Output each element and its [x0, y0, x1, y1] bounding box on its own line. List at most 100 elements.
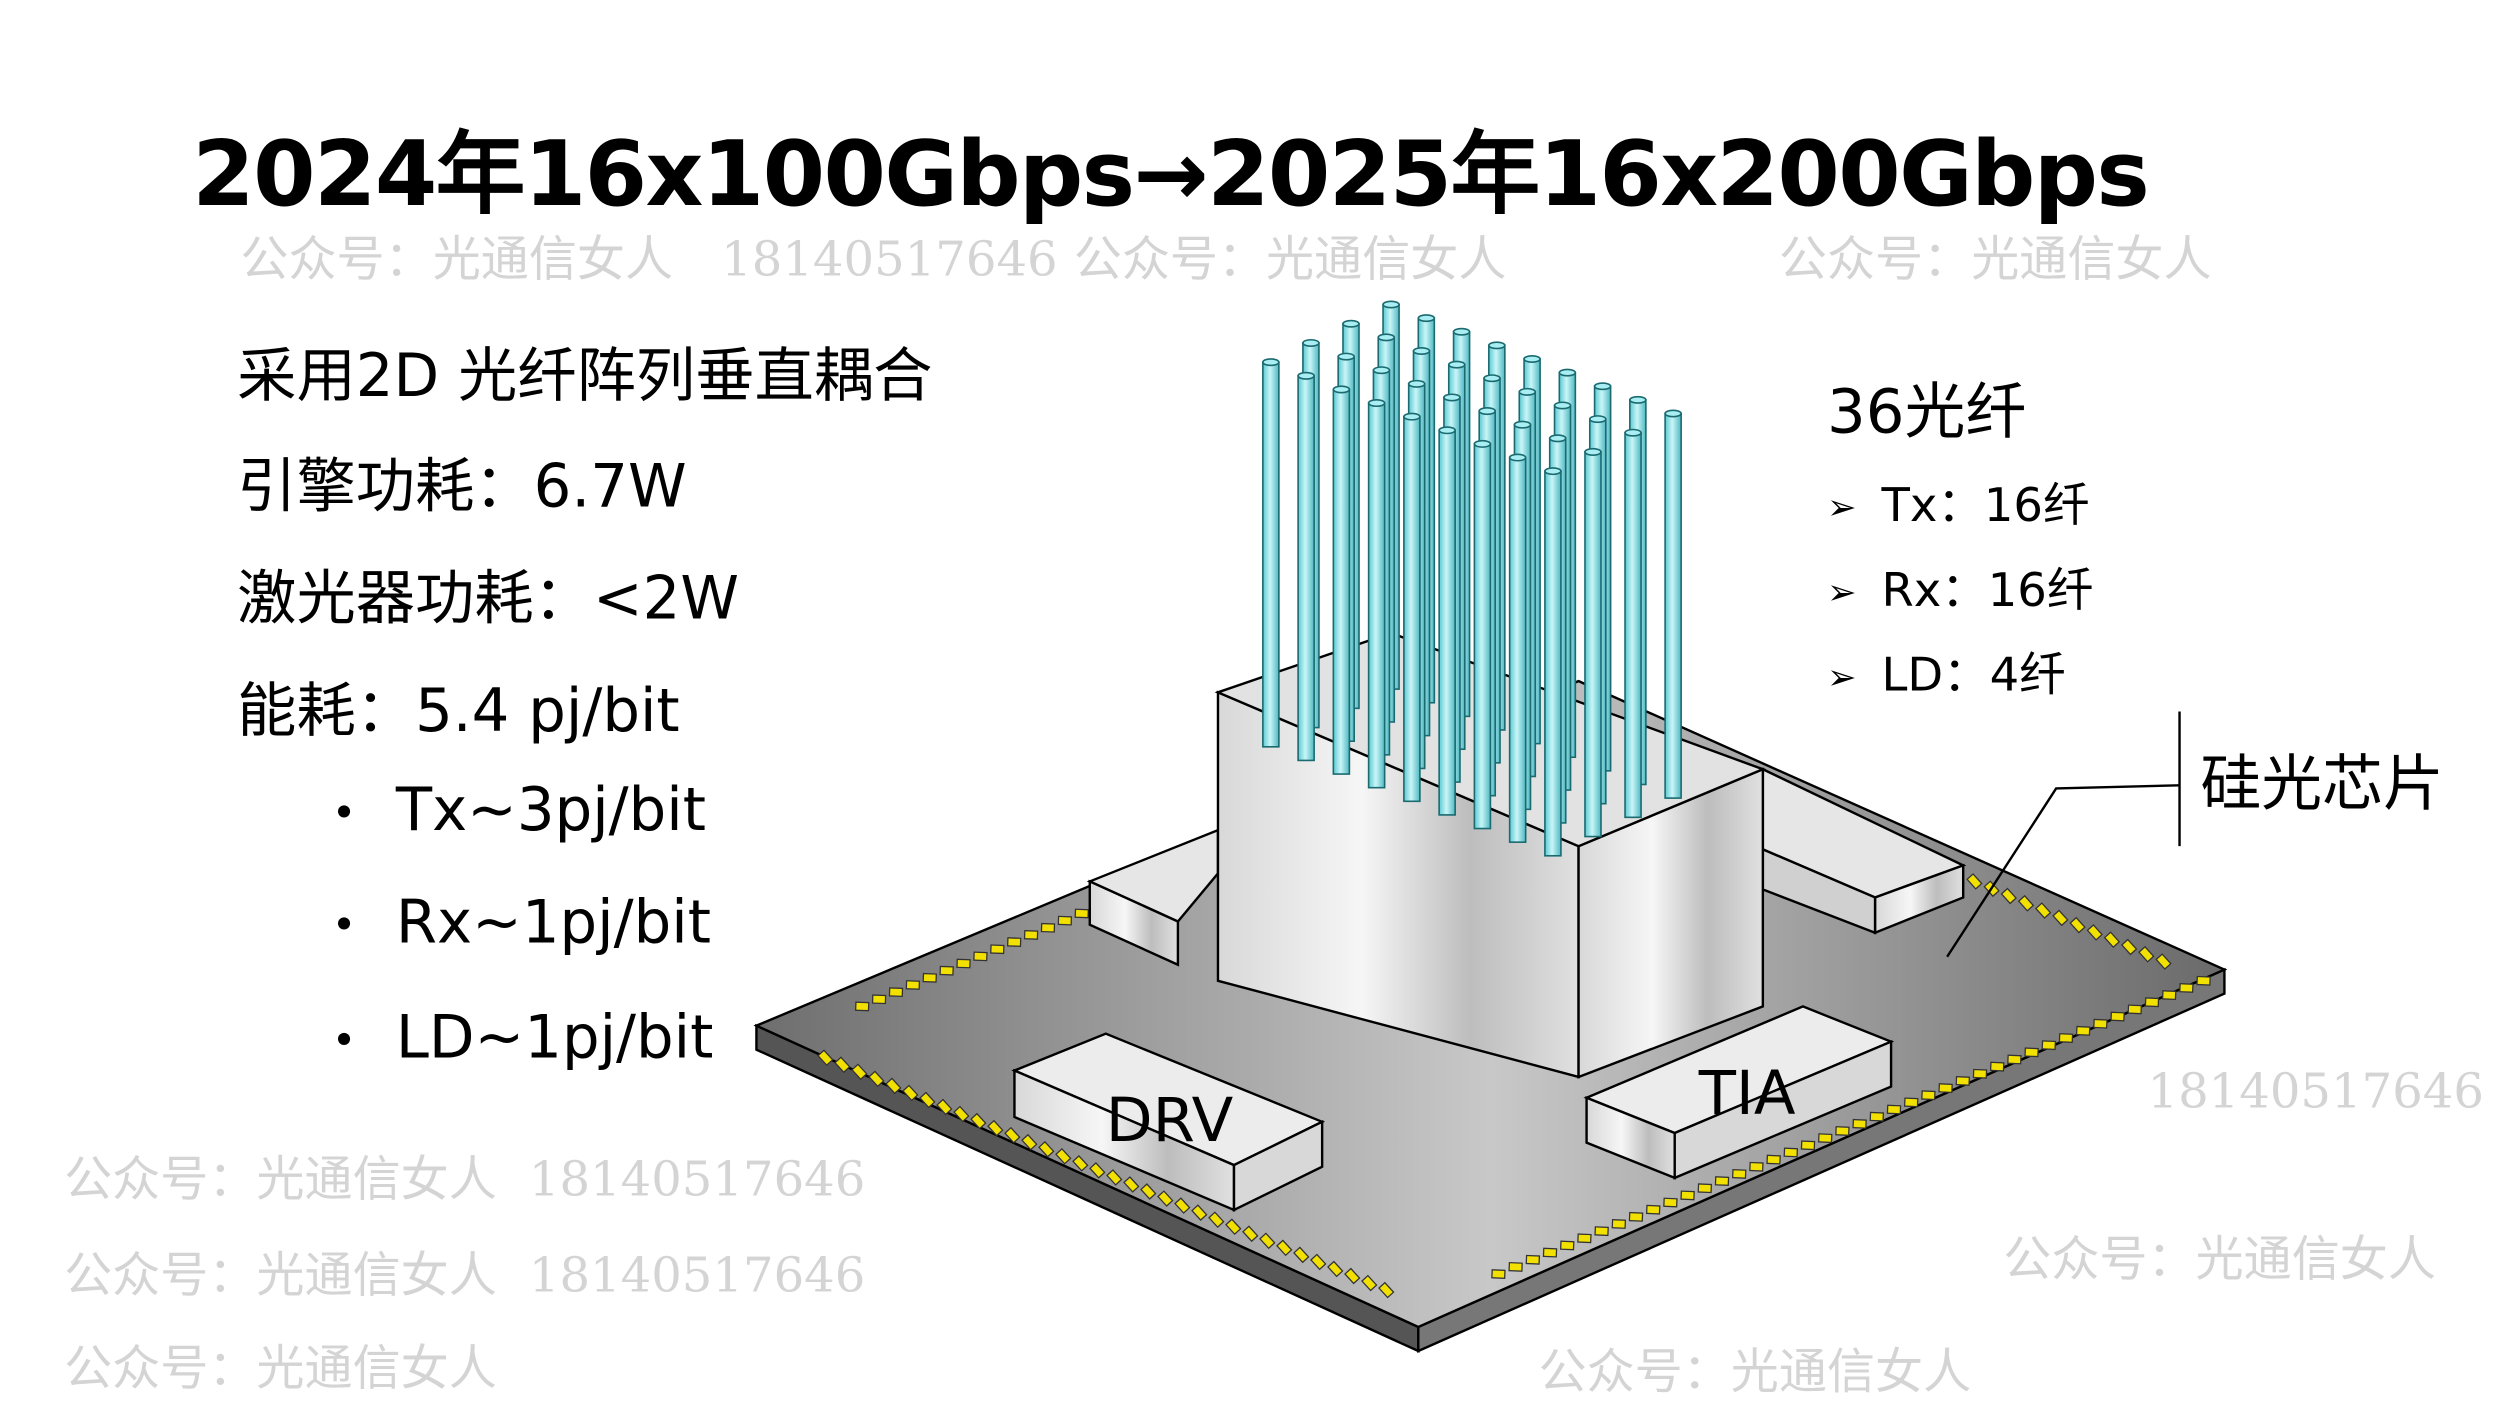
pad — [1208, 1211, 1225, 1229]
silicon-chip-label: 硅光芯片 — [2200, 749, 2443, 820]
watermark: 18140517646 — [2147, 1064, 2484, 1121]
spec-laser-power: 激光器功耗：<2W — [237, 564, 740, 634]
pad — [919, 1091, 936, 1109]
pad — [1123, 1176, 1140, 1193]
fiber-heading: 36光纤 — [1826, 376, 2027, 448]
pad — [1766, 1154, 1781, 1165]
pad — [2144, 997, 2160, 1008]
pad — [1525, 1254, 1541, 1265]
chip-left-small — [1086, 828, 1220, 967]
pad — [2127, 1004, 2143, 1015]
pad — [2000, 887, 2017, 905]
fiber — [1367, 399, 1386, 789]
watermark: 公众号：光通信女人 — [2003, 1232, 2436, 1289]
pad — [1783, 1147, 1799, 1158]
pad — [1886, 1104, 1902, 1115]
pad — [1378, 1281, 1395, 1299]
pad — [1731, 1168, 1747, 1179]
bullet-text: Rx~1pj/bit — [395, 887, 712, 957]
bullet-icon: • — [331, 789, 357, 838]
callout-leader-line — [1946, 784, 2180, 958]
pad — [2196, 975, 2211, 986]
pad — [1903, 1097, 1919, 1108]
pad — [905, 980, 921, 990]
slide-title: 2024年16x100Gbps→2025年16x200Gbps — [192, 123, 2150, 228]
pad — [1259, 1232, 1276, 1250]
pad — [1697, 1183, 1713, 1194]
fiber — [1262, 358, 1280, 748]
watermark: 公众号：光通信女人 — [64, 1248, 497, 1305]
pad — [1966, 873, 1983, 890]
pad — [1628, 1211, 1644, 1222]
pad — [2075, 1025, 2091, 1036]
pad — [1611, 1219, 1627, 1229]
fiber — [1297, 371, 1315, 762]
fiber-item-text: Rx：16纤 — [1881, 562, 2094, 618]
pad — [1004, 1126, 1021, 1144]
pad — [2041, 1040, 2057, 1051]
pad — [1293, 1246, 1310, 1264]
bullet-text: Tx~3pj/bit — [395, 775, 707, 845]
pad — [2017, 894, 2035, 912]
pad — [1955, 1075, 1971, 1086]
pad — [1491, 1269, 1506, 1280]
pad — [1072, 1155, 1089, 1172]
pad — [2120, 938, 2138, 956]
pad — [1040, 922, 1056, 933]
bullet-ld: • LD~1pj/bit — [332, 1003, 714, 1072]
bullet-rx: •Rx~1pj/bit — [332, 888, 711, 957]
fiber — [1544, 467, 1562, 857]
pad — [1140, 1183, 1157, 1200]
chip-right-small — [1761, 767, 1967, 935]
pad — [2069, 916, 2086, 934]
arrow-bullet-icon: ➢ — [1826, 572, 1857, 613]
pad — [1344, 1267, 1361, 1285]
arrow-bullet-icon: ➢ — [1826, 487, 1857, 529]
pad-array — [817, 873, 2211, 1299]
drv-chip: DRV — [1011, 1032, 1326, 1212]
pad — [1714, 1176, 1730, 1187]
pad — [888, 987, 904, 998]
pad — [1021, 1133, 1038, 1151]
pad — [1006, 937, 1022, 947]
pad — [1361, 1274, 1378, 1292]
pad — [987, 1119, 1004, 1137]
fiber — [1473, 439, 1492, 830]
pad — [953, 1105, 970, 1123]
pad — [1508, 1261, 1523, 1272]
pad — [1038, 1140, 1055, 1158]
watermark: 18140517646 — [528, 1152, 866, 1209]
pad — [2103, 931, 2121, 949]
pad — [871, 994, 887, 1005]
fiber — [1403, 412, 1421, 803]
pad — [970, 1112, 987, 1130]
pad — [1869, 1111, 1885, 1122]
bullet-icon: • — [331, 1016, 357, 1065]
watermark: 公众号：光通信女人 — [1538, 1344, 1972, 1401]
pad — [834, 1056, 851, 1074]
pad — [1989, 1061, 2005, 1072]
pad — [854, 1001, 870, 1012]
pad — [2052, 909, 2069, 927]
bullet-text: LD~1pj/bit — [395, 1003, 714, 1073]
watermark: 18140517646 — [721, 232, 1058, 289]
pad — [817, 1049, 834, 1067]
pad — [902, 1084, 919, 1102]
pad — [2179, 983, 2194, 993]
fiber-array — [1262, 300, 1682, 857]
fiber — [1438, 426, 1456, 816]
pad — [1594, 1226, 1609, 1237]
arrow-bullet-icon: ➢ — [1826, 657, 1857, 698]
pad — [2024, 1047, 2039, 1058]
tia-label: TIA — [1698, 1058, 1796, 1129]
pad — [922, 972, 937, 983]
fiber-item-rx: ➢ Rx：16纤 — [1827, 553, 2093, 620]
pad — [885, 1077, 902, 1095]
fiber-item-text: Tx：16纤 — [1881, 477, 2090, 533]
pad — [2155, 953, 2172, 970]
pad — [1680, 1190, 1695, 1201]
pad — [1921, 1090, 1936, 1101]
pad — [2110, 1011, 2125, 1022]
